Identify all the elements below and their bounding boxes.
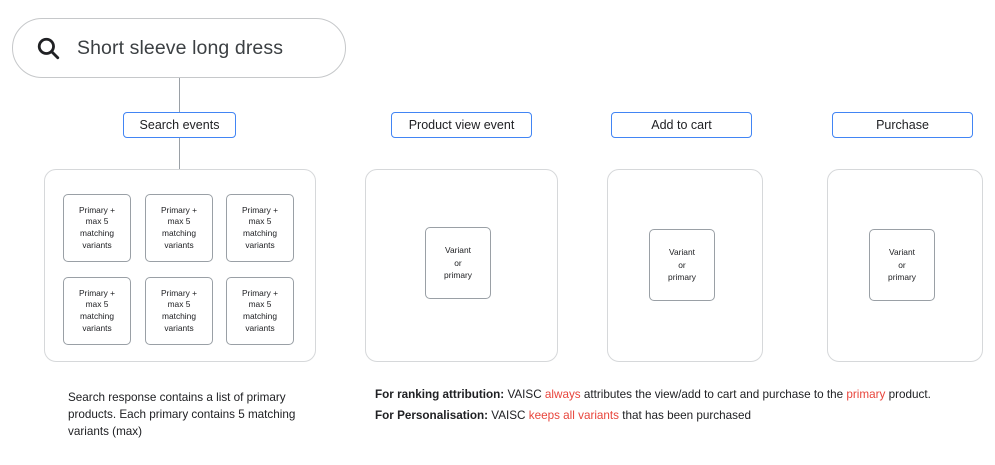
card-line-1: Primary + xyxy=(241,287,279,298)
card-line-3: matching xyxy=(80,228,114,238)
card-line-1: Variant xyxy=(889,247,915,258)
card-line-3: matching xyxy=(243,228,277,238)
primary-variant-card: Primary + max 5 matching variants xyxy=(63,194,131,262)
ranking-attribution-caption: For ranking attribution: VAISC always at… xyxy=(375,389,990,401)
stage-label-text: Add to cart xyxy=(651,118,712,132)
card-line-2: max 5 xyxy=(85,299,109,310)
card-line-2: max 5 xyxy=(248,216,272,227)
stage-label-product-view-event[interactable]: Product view event xyxy=(391,112,532,138)
card-line-3: matching xyxy=(80,311,114,321)
card-line-4: variants xyxy=(164,322,194,333)
card-line-2: or xyxy=(678,259,686,270)
purchase-panel: Variant or primary xyxy=(827,169,983,362)
card-line-1: Primary + xyxy=(241,204,279,215)
connector-pill-to-search-events xyxy=(179,78,180,112)
product-view-panel: Variant or primary xyxy=(365,169,558,362)
card-line-1: Primary + xyxy=(160,204,198,215)
card-line-2: or xyxy=(898,259,906,270)
card-line-2: max 5 xyxy=(167,216,191,227)
card-line-3: primary xyxy=(444,270,472,281)
ranking-highlight-always: always xyxy=(544,388,581,401)
variant-or-primary-card: Variant or primary xyxy=(869,229,935,301)
card-line-2: max 5 xyxy=(85,216,109,227)
card-line-1: Primary + xyxy=(160,287,198,298)
search-icon xyxy=(35,35,61,61)
card-line-3: primary xyxy=(668,272,696,283)
card-line-4: variants xyxy=(245,239,275,250)
ranking-part3: product. xyxy=(885,388,931,401)
primary-variant-card: Primary + max 5 matching variants xyxy=(226,277,294,345)
card-line-4: variants xyxy=(164,239,194,250)
stage-label-search-events[interactable]: Search events xyxy=(123,112,236,138)
card-line-3: matching xyxy=(162,311,196,321)
personalisation-part1: VAISC xyxy=(488,408,529,422)
personalisation-caption: For Personalisation: VAISC keeps all var… xyxy=(375,408,990,422)
stage-label-text: Purchase xyxy=(876,118,929,132)
stage-label-purchase[interactable]: Purchase xyxy=(832,112,973,138)
variant-or-primary-card: Variant or primary xyxy=(425,227,491,299)
search-box[interactable]: Short sleeve long dress xyxy=(12,18,346,78)
card-line-1: Variant xyxy=(669,247,695,258)
primary-variant-card: Primary + max 5 matching variants xyxy=(145,277,213,345)
card-line-3: matching xyxy=(243,311,277,321)
card-line-3: matching xyxy=(162,228,196,238)
personalisation-highlight: keeps all variants xyxy=(528,408,620,422)
card-line-2: max 5 xyxy=(167,299,191,310)
ranking-part1: VAISC xyxy=(504,388,545,401)
personalisation-part2: that has been purchased xyxy=(619,408,751,422)
search-query-text: Short sleeve long dress xyxy=(77,36,284,59)
attribution-captions: For ranking attribution: VAISC always at… xyxy=(375,389,990,430)
card-line-4: variants xyxy=(82,239,112,250)
primary-variant-card: Primary + max 5 matching variants xyxy=(226,194,294,262)
ranking-label: For ranking attribution: xyxy=(375,388,505,401)
card-line-4: variants xyxy=(245,322,275,333)
primary-variant-card: Primary + max 5 matching variants xyxy=(145,194,213,262)
stage-label-text: Product view event xyxy=(408,118,515,132)
primary-variant-card: Primary + max 5 matching variants xyxy=(63,277,131,345)
card-line-3: primary xyxy=(888,272,916,283)
connector-search-events-to-panel xyxy=(179,138,180,169)
variant-or-primary-card: Variant or primary xyxy=(649,229,715,301)
card-line-1: Variant xyxy=(445,245,471,256)
add-to-cart-panel: Variant or primary xyxy=(607,169,763,362)
search-results-panel: Primary + max 5 matching variants Primar… xyxy=(44,169,316,362)
ranking-highlight-primary: primary xyxy=(846,388,886,401)
card-line-1: Primary + xyxy=(78,204,116,215)
search-response-caption: Search response contains a list of prima… xyxy=(68,391,296,439)
card-line-2: or xyxy=(454,257,462,268)
stage-label-add-to-cart[interactable]: Add to cart xyxy=(611,112,752,138)
card-line-2: max 5 xyxy=(248,299,272,310)
card-line-4: variants xyxy=(82,322,112,333)
stage-label-text: Search events xyxy=(139,118,220,132)
personalisation-label: For Personalisation: xyxy=(375,408,489,422)
ranking-part2: attributes the view/add to cart and purc… xyxy=(580,388,847,401)
card-line-1: Primary + xyxy=(78,287,116,298)
